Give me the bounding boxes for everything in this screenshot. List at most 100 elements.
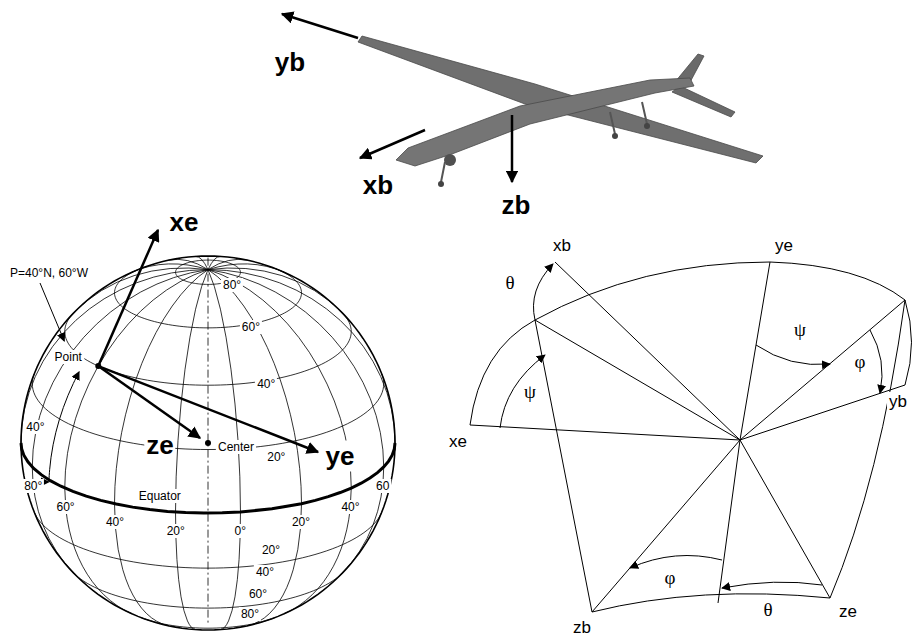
angle-arrow [870, 330, 882, 393]
body-axis-arrow [282, 14, 358, 38]
label-anchor: ye [324, 441, 357, 472]
graticule-label: 80° [22, 479, 44, 493]
label-anchor: 20° [165, 521, 187, 539]
axis-label: ye [324, 441, 357, 472]
label-anchor: ye [773, 236, 795, 256]
graticule-label: 80° [239, 607, 261, 621]
label-anchor: 40° [254, 562, 276, 580]
label-anchor: θ [503, 272, 516, 294]
axis-label: ze [144, 430, 175, 461]
text-label: xb [551, 236, 573, 256]
text-label: Point [53, 350, 84, 364]
label-anchor: 40° [24, 417, 46, 435]
pitch-arc [533, 264, 553, 320]
center-dot [205, 440, 211, 446]
text-label: Center [216, 440, 256, 454]
axis-label: yb [273, 47, 307, 78]
angle-label: φ [663, 567, 678, 589]
graticule-label: 40° [104, 515, 126, 529]
latitude-angle-arrow [49, 372, 79, 482]
angle-arrow [722, 582, 822, 588]
label-anchor: 20° [265, 447, 287, 465]
label-anchor: 80° [221, 275, 243, 293]
angle-label: ψ [792, 319, 808, 341]
text-label: xe [447, 432, 469, 452]
graticule [21, 256, 395, 629]
drone-wheel [644, 123, 650, 129]
angle-label: θ [761, 599, 774, 621]
label-anchor: 60° [240, 317, 262, 335]
graticule-label: 80° [221, 278, 243, 292]
label-anchor: 40° [255, 374, 277, 392]
label-anchor: xe [168, 207, 201, 238]
boundary-arc [535, 300, 905, 612]
globe [21, 230, 395, 630]
graticule-label: 0° [233, 524, 248, 538]
label-anchor: ψ [792, 319, 808, 341]
drone [282, 14, 763, 187]
label-anchor: xe [447, 432, 469, 452]
graticule-label: 60 [374, 479, 391, 493]
text-label: yb [887, 392, 909, 412]
label-anchor: zb [500, 190, 533, 221]
label-anchor: Center [216, 437, 256, 455]
text-label: ze [837, 602, 859, 622]
roll-arc [905, 300, 912, 385]
axis-label: xe [168, 207, 201, 238]
graticule-label: 60° [54, 500, 76, 514]
label-anchor: 60 [374, 476, 391, 494]
label-anchor: yb [887, 392, 909, 412]
earth-axis-arrow [98, 366, 318, 452]
drone-fuselage [396, 78, 694, 166]
axis-label: zb [500, 190, 533, 221]
label-anchor: 60° [247, 584, 269, 602]
graticule-label: 40° [254, 565, 276, 579]
angle-arrow [500, 355, 545, 428]
graticule-label: 40° [255, 377, 277, 391]
drone-wheel [438, 181, 444, 187]
angle-arrow [756, 345, 830, 365]
drone-landing-gear [441, 102, 647, 182]
label-anchor: ze [837, 602, 859, 622]
drone-sensor-ball [444, 154, 456, 166]
text-label: ye [773, 236, 795, 256]
body-axis-arrow [511, 115, 514, 182]
text-label: P=40°N, 60°W [8, 266, 90, 280]
label-anchor: xb [551, 236, 573, 256]
graticule-label: 20° [265, 450, 287, 464]
leader-line [40, 283, 64, 341]
graticule-label: 40° [24, 420, 46, 434]
label-anchor: 60° [54, 497, 76, 515]
label-anchor: θ [761, 599, 774, 621]
angle-label: φ [853, 351, 868, 373]
earth-axis-arrow [98, 230, 158, 366]
label-anchor: 20° [260, 540, 282, 558]
text-label: zb [571, 618, 593, 638]
graticule-label: 60° [247, 587, 269, 601]
label-anchor: Equator [137, 486, 183, 504]
label-anchor: 40° [339, 497, 361, 515]
label-anchor: Point [53, 347, 84, 365]
label-anchor: 20° [290, 512, 312, 530]
rotation-diagram [470, 262, 912, 612]
axis-label: xb [361, 170, 395, 201]
label-anchor: 0° [233, 521, 248, 539]
axis-lines [470, 262, 905, 612]
graticule-label: 40° [339, 500, 361, 514]
graticule-label: 20° [290, 515, 312, 529]
label-anchor: ze [144, 430, 175, 461]
graticule-label: 60° [240, 320, 262, 334]
label-anchor: yb [273, 47, 307, 78]
horizontal-arc [470, 262, 905, 425]
drone-wheel [612, 133, 618, 139]
label-anchor: zb [571, 618, 593, 638]
graticule-label: 20° [165, 524, 187, 538]
label-anchor: 40° [104, 512, 126, 530]
graticule-label: 20° [260, 543, 282, 557]
label-anchor: xb [361, 170, 395, 201]
earth-axis-arrow [98, 366, 200, 438]
label-anchor: φ [663, 567, 678, 589]
